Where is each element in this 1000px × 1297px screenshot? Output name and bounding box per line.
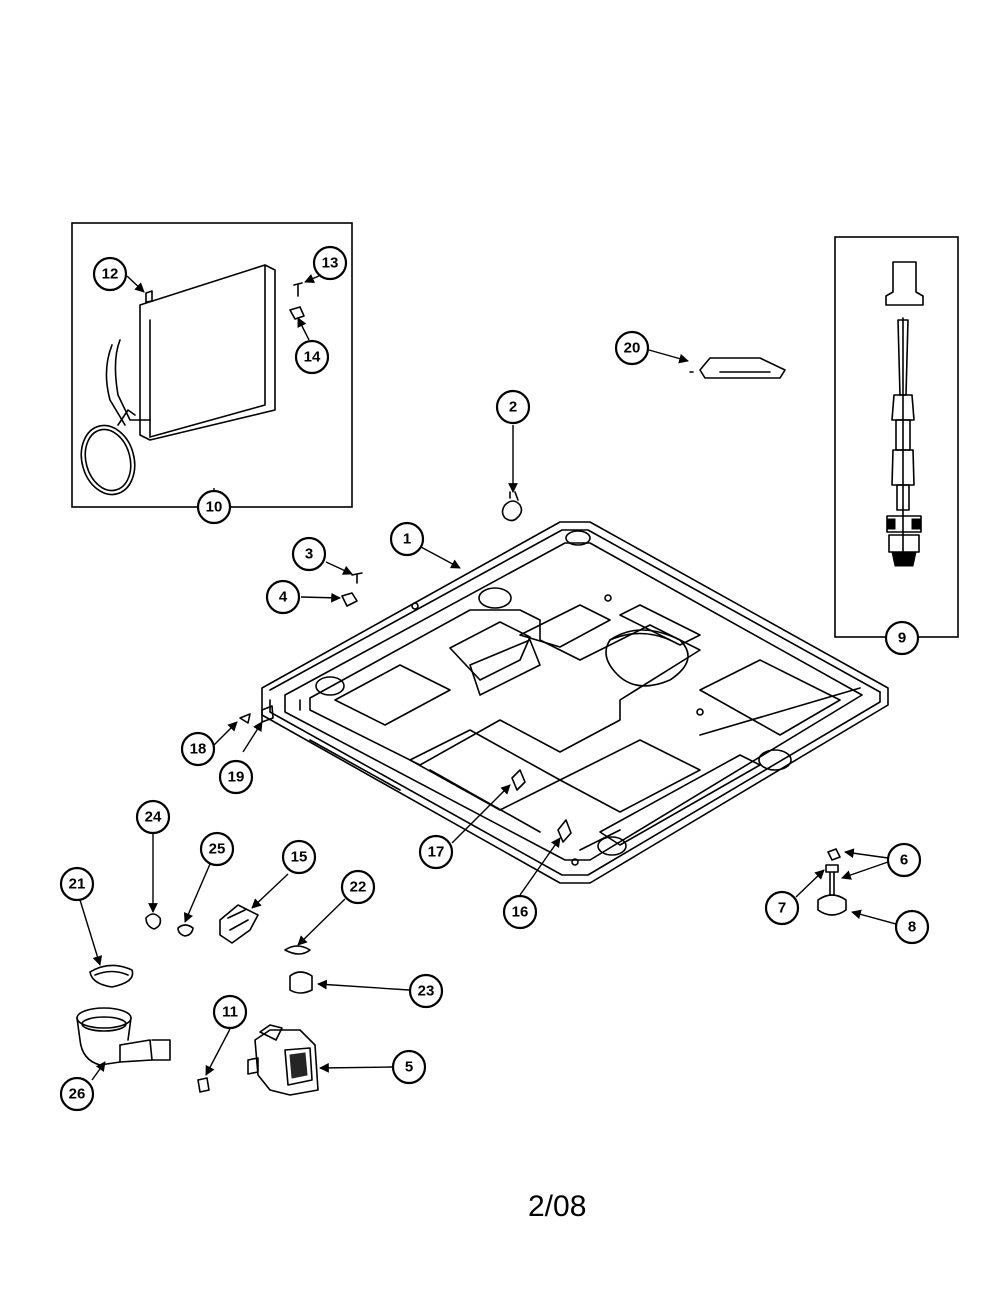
part-21-clamp: [89, 964, 134, 988]
callout-9: 9: [884, 620, 920, 656]
callout-10-label: 10: [206, 499, 223, 516]
callout-10: 10: [196, 489, 232, 525]
callout-11-label: 11: [222, 1004, 238, 1021]
callout-24-label: 24: [145, 809, 162, 826]
part-26-elbow: [76, 1007, 171, 1066]
callout-6-label: 6: [900, 852, 908, 869]
callout-18-label: 18: [190, 741, 207, 758]
callout-15: 15: [281, 839, 317, 875]
part-18-screw: [239, 713, 251, 724]
callout-25: 25: [199, 831, 235, 867]
part-2-clip: [501, 491, 523, 522]
part-8-foot: [817, 894, 847, 916]
callout-17-label: 17: [428, 844, 445, 861]
callout-4-label: 4: [279, 589, 288, 606]
callout-14-label: 14: [304, 349, 321, 366]
callout-6: 6: [886, 842, 922, 878]
part-4-nut: [341, 592, 358, 607]
part-23-gasket: [289, 971, 313, 994]
callout-21: 21: [59, 866, 95, 902]
callout-9-label: 9: [898, 630, 906, 647]
part-24-clamp: [145, 913, 162, 930]
callout-7: 7: [764, 890, 800, 926]
part-16-clip: [557, 819, 572, 843]
callout-24: 24: [135, 799, 171, 835]
callout-13-label: 13: [322, 255, 339, 272]
callout-18: 18: [180, 731, 216, 767]
callout-13: 13: [312, 245, 348, 281]
callout-26-label: 26: [69, 1086, 86, 1103]
callout-3: 3: [291, 536, 327, 572]
part-22-seal: [284, 945, 311, 955]
part-6-nut: [827, 848, 841, 861]
callout-12-label: 12: [102, 266, 119, 283]
callout-11: 11: [212, 994, 248, 1030]
callout-16-label: 16: [512, 904, 529, 921]
callout-17: 17: [418, 834, 454, 870]
part-25-clamp: [177, 924, 194, 937]
callout-14: 14: [294, 339, 330, 375]
callout-2-label: 2: [509, 399, 517, 416]
part-17-clip: [511, 769, 526, 791]
page-number: 2/08: [528, 1190, 587, 1223]
inset-box-part-9: [834, 236, 959, 638]
callout-26: 26: [59, 1076, 95, 1112]
callout-16: 16: [502, 894, 538, 930]
callout-2: 2: [495, 389, 531, 425]
part-20-wedge: [699, 357, 786, 379]
callout-19-label: 19: [228, 769, 245, 786]
part-15-bracket: [219, 904, 259, 944]
part-11-clip: [197, 1077, 210, 1093]
part-7-bolt: [825, 864, 839, 896]
callout-20: 20: [614, 330, 650, 366]
callout-20-label: 20: [624, 340, 641, 357]
callout-4: 4: [265, 579, 301, 615]
part-5-pump: [247, 1024, 319, 1096]
callout-23: 23: [408, 973, 444, 1009]
callout-19: 19: [218, 759, 254, 795]
callout-7-label: 7: [778, 900, 786, 917]
callout-5-label: 5: [405, 1059, 413, 1076]
part-19-clip: [261, 705, 274, 723]
callout-1: 1: [389, 521, 425, 557]
callout-21-label: 21: [69, 876, 86, 893]
leader-lines: [79, 271, 903, 1081]
part-3-screw: [351, 572, 363, 584]
callout-12: 12: [92, 256, 128, 292]
callout-3-label: 3: [305, 546, 313, 563]
callout-22-label: 22: [350, 879, 367, 896]
callout-23-label: 23: [418, 983, 435, 1000]
part-1-base: [261, 521, 889, 884]
callout-25-label: 25: [209, 841, 226, 858]
callout-5: 5: [391, 1049, 427, 1085]
callout-22: 22: [340, 869, 376, 905]
callout-1-label: 1: [403, 531, 411, 548]
callout-8-label: 8: [908, 919, 916, 936]
callout-8: 8: [894, 909, 930, 945]
callout-15-label: 15: [291, 849, 308, 866]
